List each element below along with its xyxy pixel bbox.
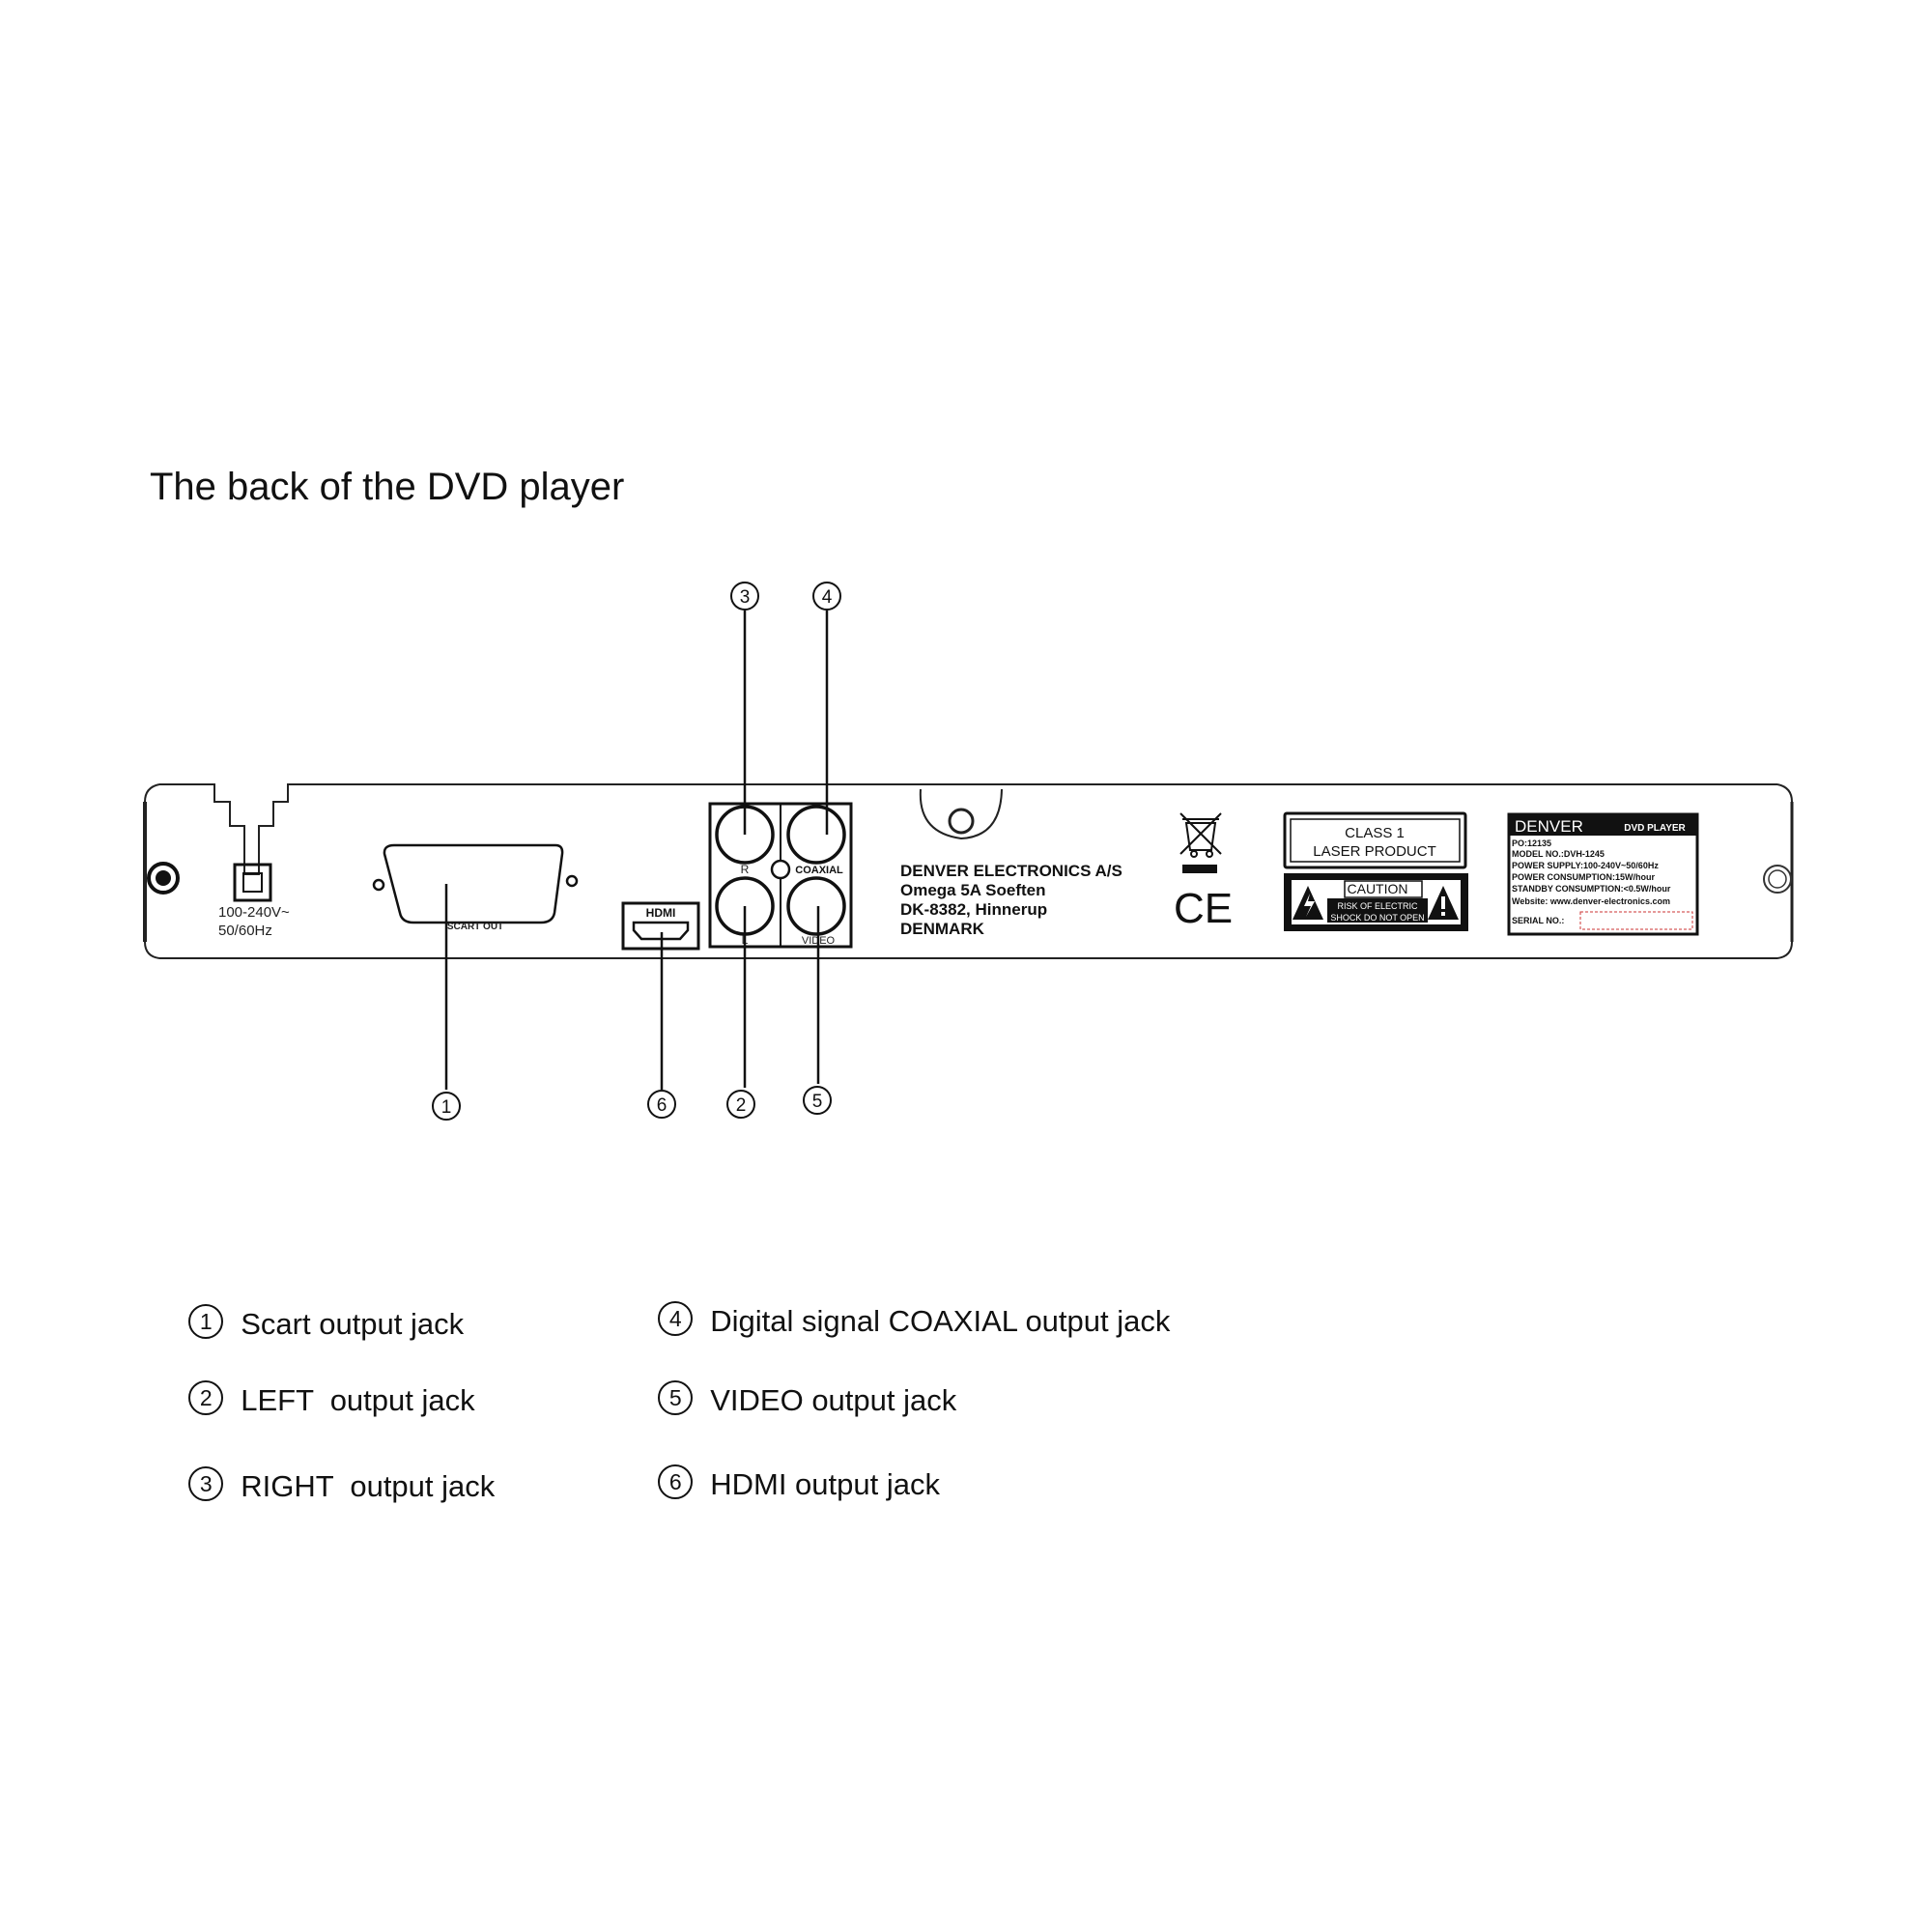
callout-1-number: 1 (441, 1097, 452, 1118)
legend-number-2: 2 (188, 1379, 224, 1415)
legend-item-6: 6 HDMI output jack (641, 1431, 940, 1502)
callout-4-marker (812, 582, 841, 611)
legend-number-1: 1 (188, 1303, 224, 1339)
ground-point (770, 859, 791, 880)
coaxial-jack-label: COAXIAL (795, 865, 843, 876)
video-jack (786, 876, 846, 936)
legend-text-4: Digital signal COAXIAL output jack (710, 1303, 1171, 1338)
callout-markers (432, 582, 841, 1121)
rating-brand: DENVER (1515, 817, 1583, 836)
address-line-2: Omega 5A Soeften (900, 881, 1046, 899)
laser-product-label (1283, 811, 1467, 869)
legend-number-6: 6 (658, 1463, 694, 1499)
callout-2-marker (726, 1090, 755, 1119)
rating-serial: SERIAL NO.: (1512, 916, 1564, 925)
callout-6-number: 6 (657, 1095, 668, 1116)
rca-jack-block (708, 802, 853, 949)
callout-5-marker (803, 1086, 832, 1115)
rating-line-3: POWER SUPPLY:100-240V~50/60Hz (1512, 861, 1659, 870)
power-socket (233, 863, 272, 902)
caution-title: CAUTION (1348, 881, 1408, 896)
power-voltage-label: 100-240V~ (218, 904, 290, 921)
left-screw-icon (147, 862, 180, 895)
callout-3-marker (730, 582, 759, 611)
legend-item-4: 4 Digital signal COAXIAL output jack (641, 1267, 1170, 1339)
weee-bin-icon (1179, 812, 1222, 873)
page-title: The back of the DVD player (150, 466, 625, 508)
laser-class-text: CLASS 1 (1345, 825, 1405, 841)
rating-product: DVD PLAYER (1624, 823, 1686, 834)
rating-label (1507, 812, 1699, 936)
legend-item-3: 3 RIGHT output jack (172, 1433, 495, 1504)
legend-number-4: 4 (658, 1300, 694, 1336)
right-screw-icon (1763, 865, 1792, 894)
scart-out-label: SCART OUT (447, 922, 503, 932)
caution-line-2: SHOCK DO NOT OPEN (1330, 913, 1424, 923)
rating-line-6: Website: www.denver-electronics.com (1512, 896, 1670, 906)
legend-item-1: 1 Scart output jack (172, 1270, 464, 1342)
rating-line-5: STANDBY CONSUMPTION:<0.5W/hour (1512, 884, 1671, 894)
callout-3-number: 3 (740, 587, 751, 608)
callout-6-marker (647, 1090, 676, 1119)
caution-line-1: RISK OF ELECTRIC (1337, 901, 1418, 911)
rating-line-2: MODEL NO.:DVH-1245 (1512, 849, 1605, 859)
legend-text-2: LEFT output jack (241, 1382, 475, 1417)
scart-connector (372, 843, 579, 924)
ce-mark: CE (1174, 885, 1233, 932)
callout-1-marker (432, 1092, 461, 1121)
fan-opening (919, 788, 1003, 840)
power-frequency-label: 50/60Hz (218, 923, 272, 939)
legend-number-3: 3 (188, 1465, 224, 1501)
callout-2-number: 2 (736, 1095, 747, 1116)
callout-5-number: 5 (812, 1092, 823, 1112)
rating-lines: PO:12135 MODEL NO.:DVH-1245 POWER SUPPLY… (1512, 838, 1671, 925)
right-jack-label: R (741, 863, 750, 876)
manufacturer-address: DENVER ELECTRONICS A/S Omega 5A Soeften … (900, 862, 1122, 938)
legend-item-2: 2 LEFT output jack (172, 1347, 475, 1418)
legend-text-6: HDMI output jack (710, 1466, 940, 1501)
legend-text-5: VIDEO output jack (710, 1382, 957, 1417)
address-line-1: DENVER ELECTRONICS A/S (900, 862, 1122, 880)
caution-label (1284, 873, 1468, 931)
hdmi-label: HDMI (646, 906, 676, 920)
callout-lines (444, 611, 829, 1090)
legend-text-3: RIGHT output jack (241, 1468, 496, 1503)
address-line-3: DK-8382, Hinnerup (900, 900, 1047, 919)
rating-line-4: POWER CONSUMPTION:15W/hour (1512, 872, 1655, 882)
coaxial-jack (786, 805, 846, 865)
rating-line-1: PO:12135 (1512, 838, 1551, 848)
legend-text-1: Scart output jack (241, 1306, 465, 1341)
legend-number-5: 5 (658, 1379, 694, 1415)
laser-product-text: LASER PRODUCT (1313, 843, 1436, 860)
callout-4-number: 4 (822, 587, 833, 608)
legend-item-5: 5 VIDEO output jack (641, 1347, 956, 1418)
callout-numbers: 3 4 1 6 2 5 (441, 587, 833, 1118)
address-line-4: DENMARK (900, 920, 985, 938)
